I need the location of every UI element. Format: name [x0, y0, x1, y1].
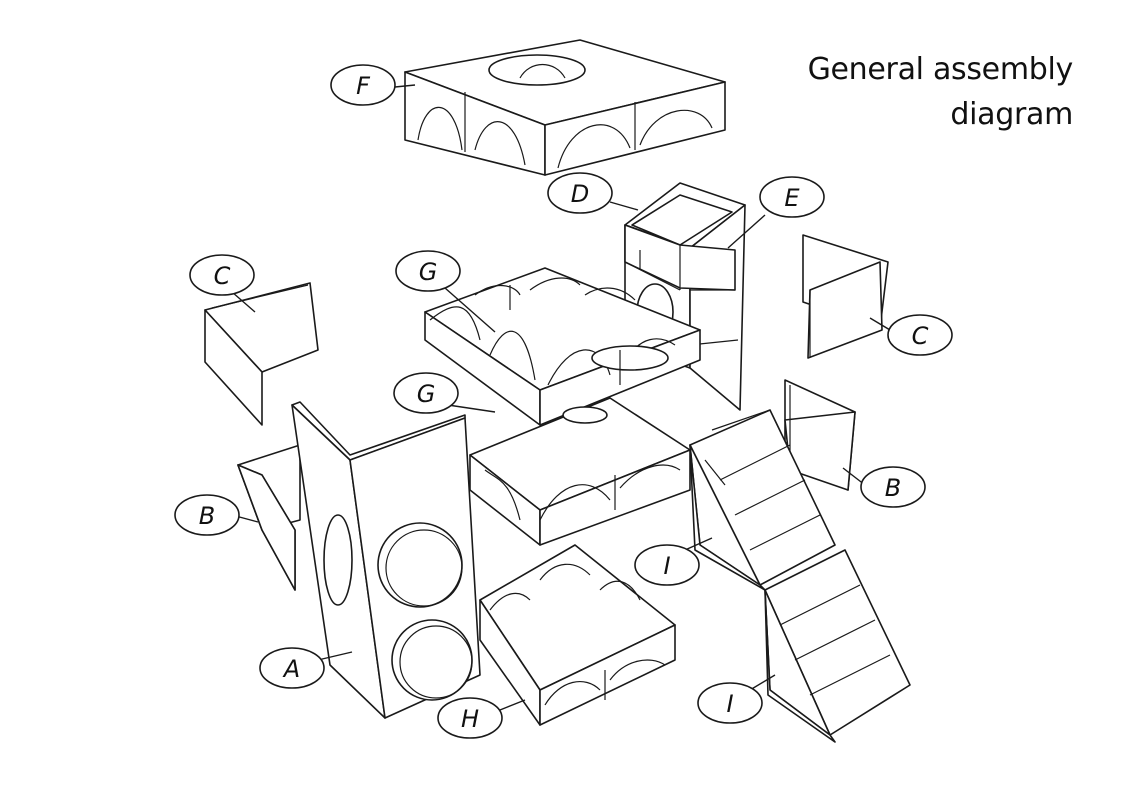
callout-i-upper: I — [634, 537, 713, 586]
callout-b-left: B — [174, 494, 259, 536]
callout-d: D — [547, 172, 639, 214]
part-c-left-panel — [204, 282, 319, 426]
label-e: E — [784, 184, 800, 212]
part-h-bottom-tray — [479, 544, 676, 726]
label-g-middle: G — [417, 380, 436, 408]
part-i-upper-stair — [689, 409, 836, 591]
callout-h: H — [437, 697, 526, 739]
label-b-left: B — [199, 502, 215, 530]
callout-b-right: B — [842, 466, 926, 508]
callout-f: F — [330, 64, 416, 106]
callout-g-upper: G — [395, 250, 496, 333]
part-f-roof — [404, 39, 726, 176]
part-b-right-panel — [784, 379, 856, 491]
diagram-title-line-2: diagram — [950, 97, 1073, 132]
callout-e: E — [727, 176, 825, 249]
label-f: F — [356, 72, 371, 100]
callout-i-lower: I — [697, 674, 776, 724]
label-i-upper: I — [663, 552, 670, 580]
callout-a: A — [259, 647, 353, 689]
callout-c-right: C — [869, 314, 953, 356]
label-h: H — [461, 705, 479, 733]
part-g-middle-floor — [469, 397, 691, 546]
part-b-left-panel — [237, 444, 301, 591]
label-b-right: B — [885, 474, 901, 502]
part-c-right-panel — [802, 234, 889, 359]
label-a: A — [282, 655, 300, 683]
part-i-lower-stair — [764, 549, 911, 743]
callout-c-left: C — [189, 254, 256, 313]
part-a-front-wall — [291, 401, 481, 719]
diagram-title-line-1: General assembly — [807, 52, 1074, 87]
label-d: D — [571, 180, 589, 208]
label-c-left: C — [214, 262, 231, 290]
label-g-upper: G — [419, 258, 438, 286]
part-g-upper-tray — [424, 267, 701, 426]
label-i-lower: I — [726, 690, 733, 718]
label-c-right: C — [912, 322, 929, 350]
callout-g-middle: G — [393, 372, 496, 414]
